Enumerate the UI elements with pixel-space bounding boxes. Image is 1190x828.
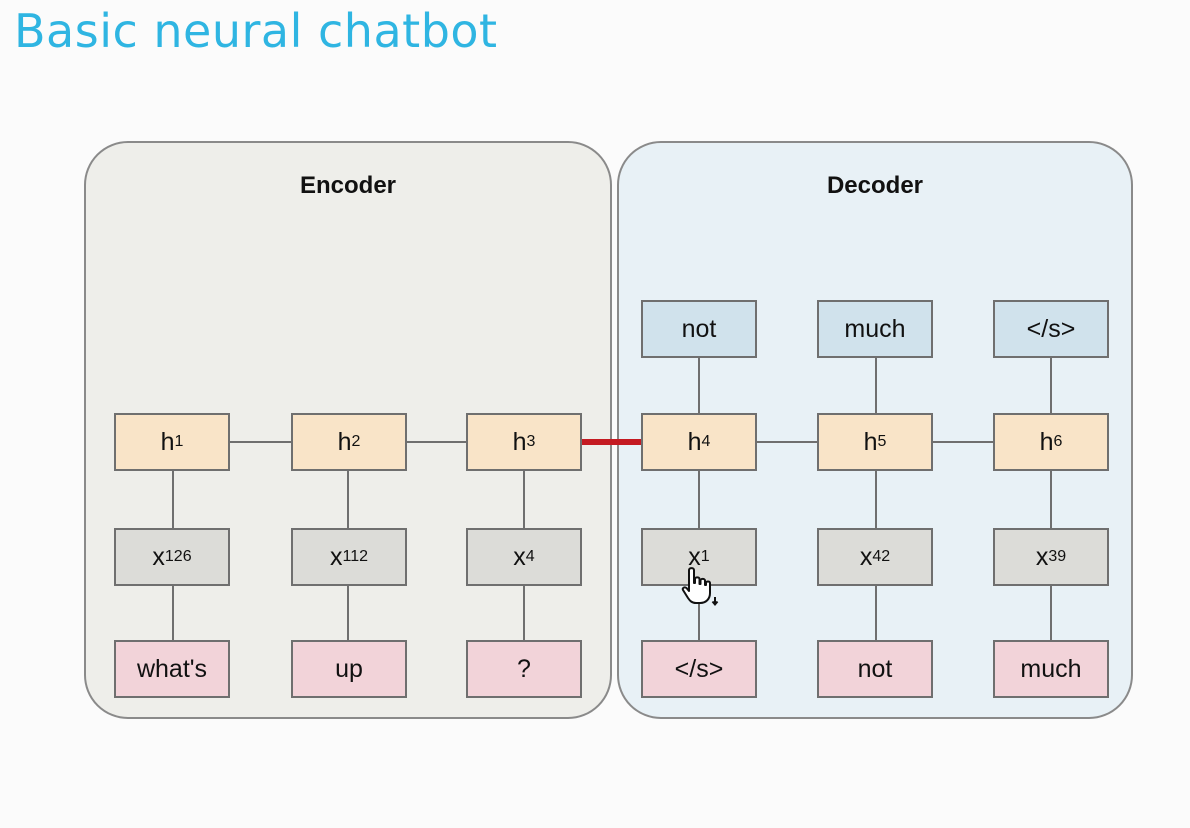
connector [347, 470, 349, 530]
connector [698, 358, 700, 414]
hidden-state-subscript: 3 [526, 433, 536, 450]
token-label: up [335, 654, 363, 683]
connector [172, 470, 174, 530]
embedding-subscript: 112 [342, 548, 368, 565]
hidden-state-subscript: 5 [877, 433, 887, 450]
input-token-up: up [291, 640, 407, 698]
hidden-state-label: h [337, 427, 352, 456]
embedding-label: x [513, 542, 526, 571]
connector [172, 586, 174, 642]
connector [404, 441, 468, 443]
embedding-subscript: 126 [164, 548, 192, 565]
input-token-end-of-sentence: </s> [641, 640, 757, 698]
input-token-whats: what's [114, 640, 230, 698]
embedding-subscript: 39 [1048, 548, 1067, 565]
input-token-question-mark: ? [466, 640, 582, 698]
connector [1050, 470, 1052, 530]
hidden-state-subscript: 4 [701, 433, 711, 450]
embedding-label: x [1035, 542, 1049, 571]
token-label: much [844, 314, 906, 343]
input-token-much: much [993, 640, 1109, 698]
token-label: much [1020, 654, 1082, 683]
hidden-state-label: h [1039, 427, 1054, 456]
connector [1050, 586, 1052, 642]
embedding-subscript: 42 [872, 548, 891, 565]
output-token-much: much [817, 300, 933, 358]
encoder-title: Encoder [299, 172, 397, 199]
token-label: </s> [1026, 314, 1076, 343]
connector [229, 441, 293, 443]
token-label: </s> [674, 654, 724, 683]
embedding-label: x [152, 542, 165, 571]
hidden-state-label: h [687, 427, 702, 456]
connector [347, 586, 349, 642]
hidden-state-label: h [863, 427, 878, 456]
connector [523, 586, 525, 642]
slide-title: Basic neural chatbot [14, 4, 498, 58]
connector [756, 441, 818, 443]
connector [1050, 358, 1052, 414]
connector [523, 470, 525, 530]
hidden-state-label: h [160, 427, 175, 456]
hidden-state-label: h [512, 427, 527, 456]
hand-pointer-icon [681, 567, 719, 607]
hidden-state-subscript: 1 [174, 433, 184, 450]
encoder-decoder-link [580, 439, 642, 445]
decoder-title: Decoder [826, 172, 924, 199]
token-label: what's [136, 654, 208, 683]
embedding-subscript: 1 [700, 548, 710, 565]
output-token-end-of-sentence: </s> [993, 300, 1109, 358]
connector [875, 358, 877, 414]
hidden-state-subscript: 2 [351, 433, 361, 450]
embedding-label: x [859, 542, 873, 571]
input-token-not: not [817, 640, 933, 698]
connector [698, 470, 700, 530]
connector [875, 586, 877, 642]
output-token-not: not [641, 300, 757, 358]
connector [875, 470, 877, 530]
connector [932, 441, 995, 443]
token-label: ? [517, 654, 531, 683]
embedding-subscript: 4 [525, 548, 535, 565]
connector [698, 586, 700, 642]
embedding-label: x [329, 542, 343, 571]
token-label: not [681, 314, 717, 343]
embedding-label: x [688, 542, 701, 571]
token-label: not [857, 654, 893, 683]
hidden-state-subscript: 6 [1053, 433, 1063, 450]
